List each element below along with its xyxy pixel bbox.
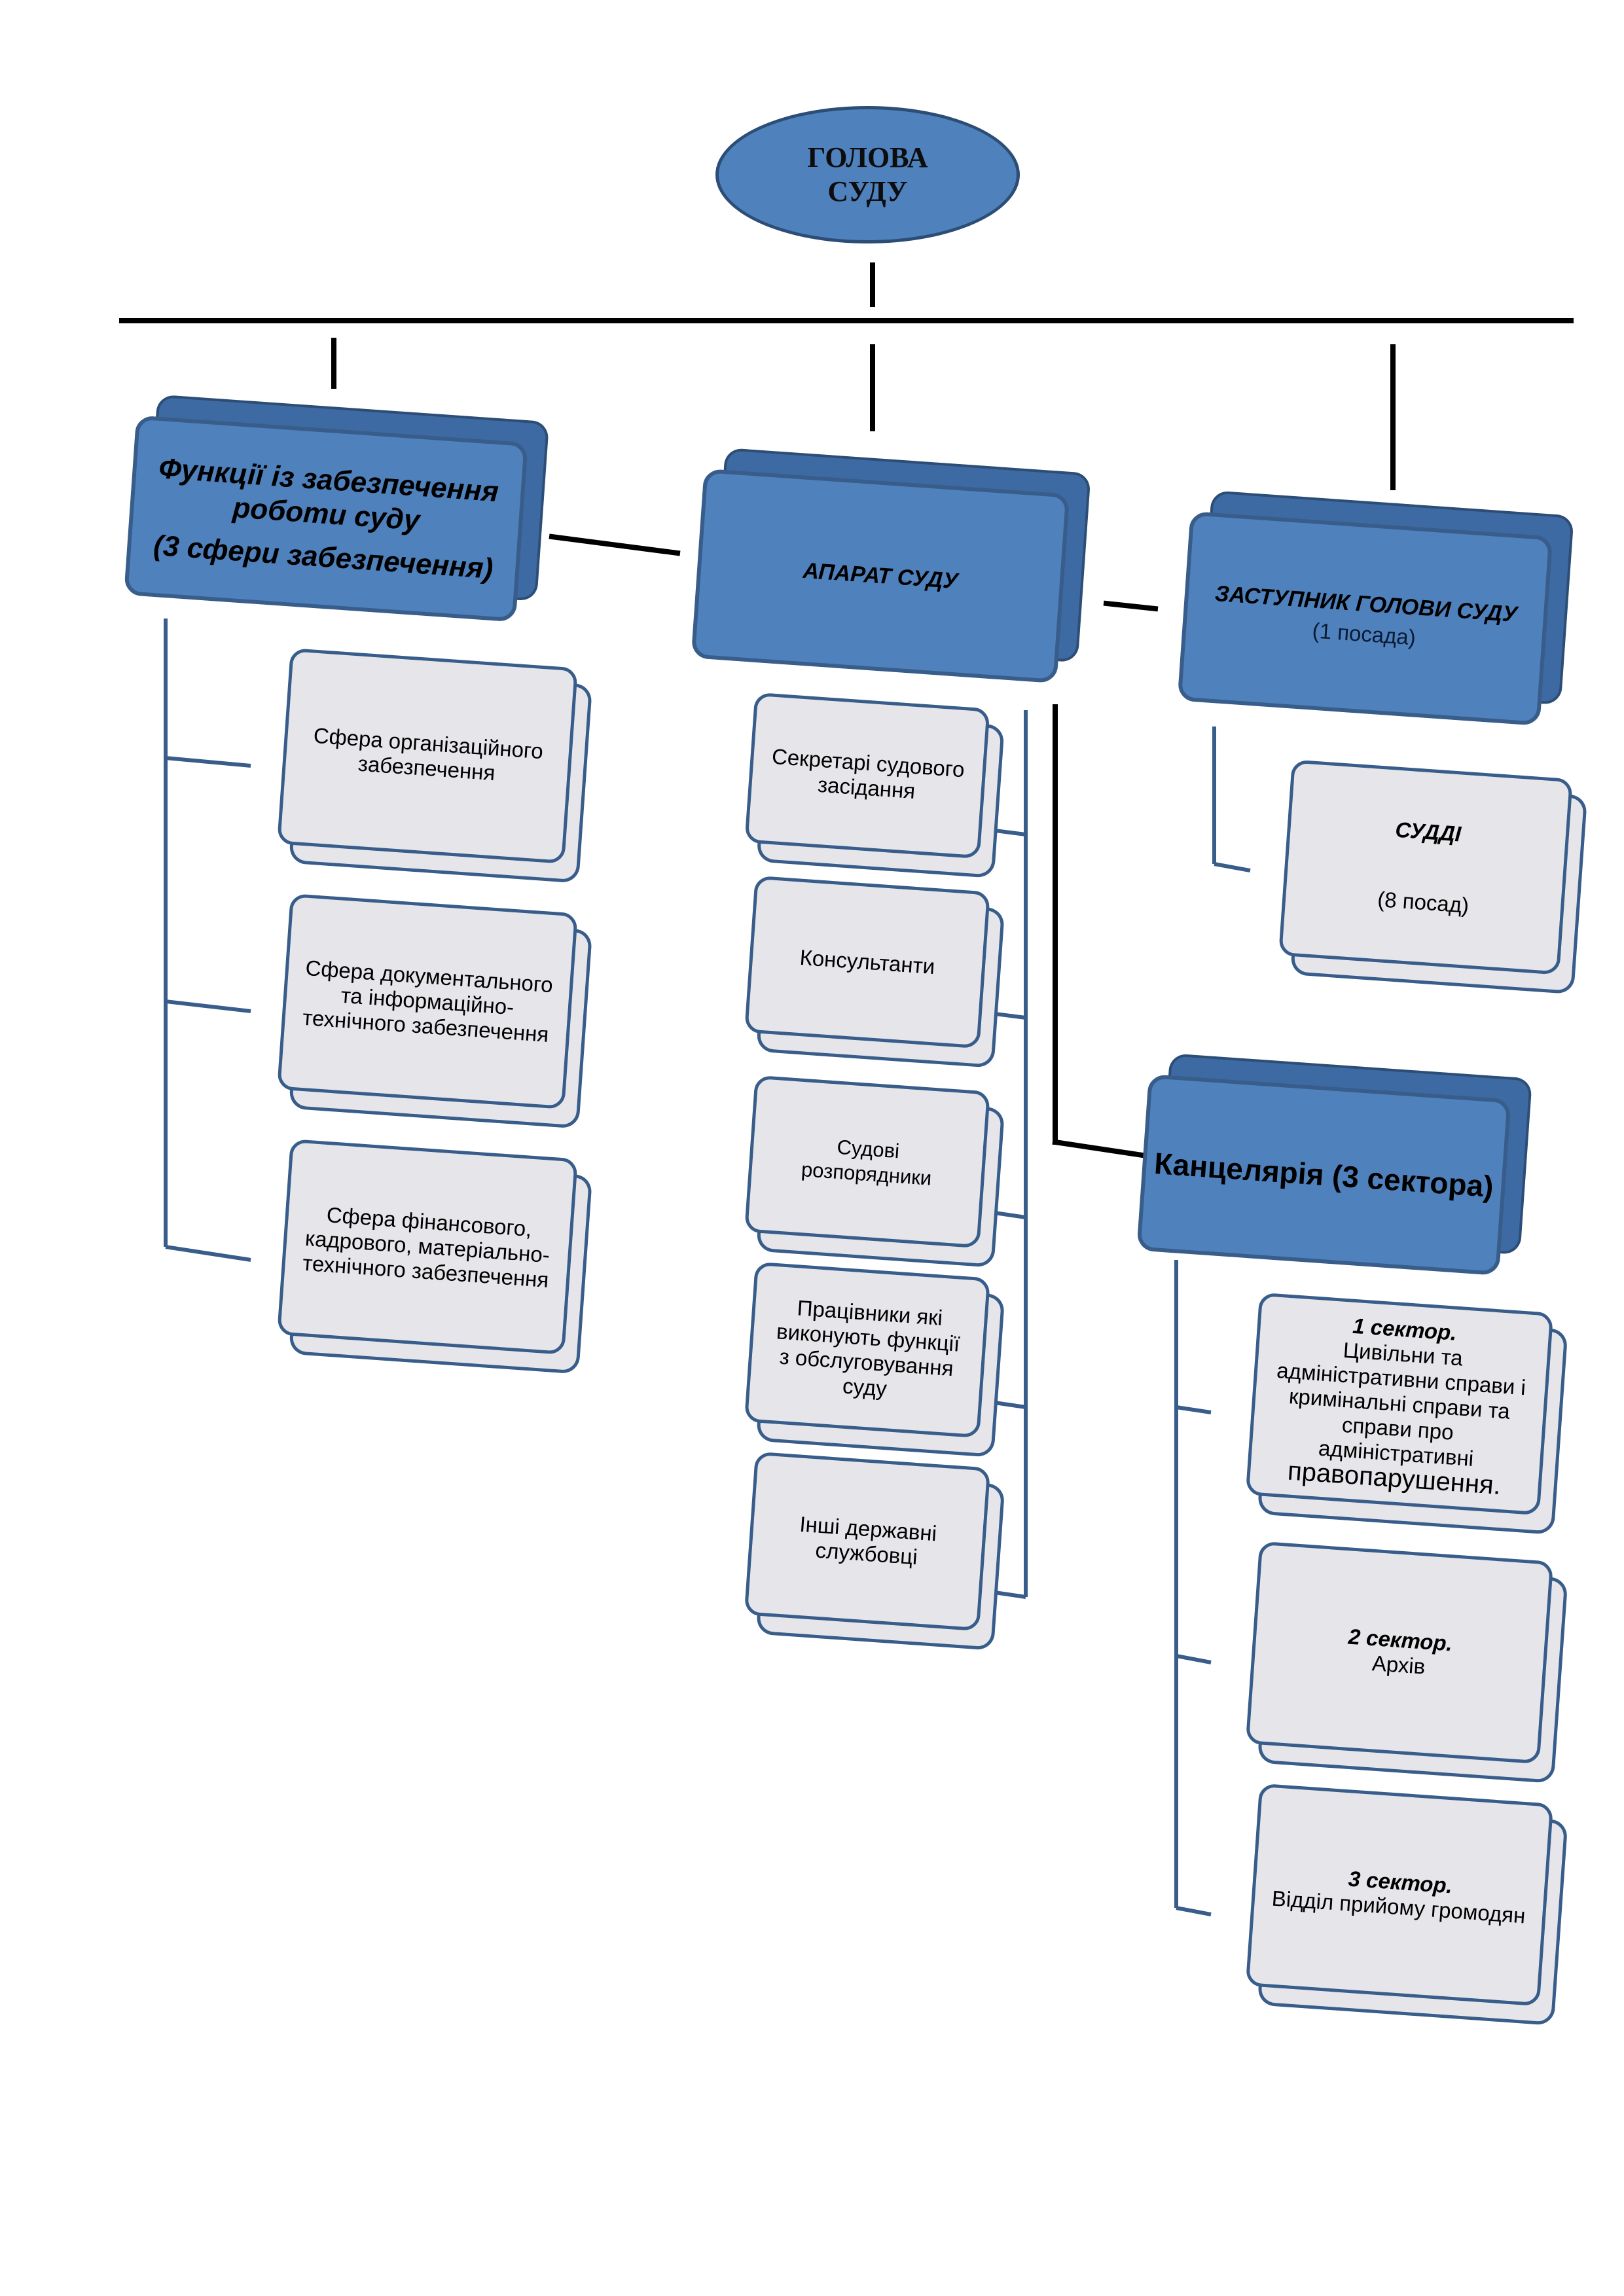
sector-description: Архів: [1371, 1651, 1426, 1679]
chancellery-branch-3: [1176, 1906, 1212, 1916]
functions-item-label: Сфера фінансового, кадрового, матеріальн…: [302, 1202, 551, 1293]
deputy-subtitle: (1 посада): [1311, 618, 1417, 650]
apparatus-item-service-workers[interactable]: Працівники які виконують функції з обслу…: [744, 1261, 991, 1439]
apparatus-item-label: Секретарі судового засідання: [770, 744, 965, 804]
functions-item-label: Сфера організаційного забезпечення: [312, 723, 544, 785]
apparatus-item-label: Інші державні службовці: [799, 1511, 938, 1570]
functions-item-label: Сфера документального та інформаційно-те…: [302, 955, 554, 1047]
chancellery-sector-3[interactable]: 3 сектор. Відділ прийому громодян: [1245, 1783, 1554, 2007]
apparatus-title: АПАРАТ СУДУ: [802, 558, 959, 594]
apparatus-node[interactable]: АПАРАТ СУДУ: [691, 468, 1070, 684]
judges-title: СУДДІ: [1394, 817, 1462, 846]
apparatus-item-secretaries[interactable]: Секретарі судового засідання: [744, 692, 990, 859]
head-title-line2: СУДУ: [827, 175, 908, 207]
functions-branch-1: [165, 756, 251, 768]
functions-item-organizational[interactable]: Сфера організаційного забезпечення: [277, 648, 578, 864]
functions-item-financial[interactable]: Сфера фінансового, кадрового, матеріальн…: [277, 1139, 578, 1355]
chancellery-branch-2: [1176, 1654, 1212, 1664]
chancellery-node[interactable]: Канцелярія (3 сектора): [1136, 1073, 1511, 1276]
link-apparatus-deputy: [1103, 600, 1159, 612]
sector-name: 2 сектор.: [1347, 1624, 1454, 1656]
apparatus-item-civil-servants[interactable]: Інші державні службовці: [744, 1451, 991, 1632]
judges-subtitle: (8 посад): [1377, 887, 1470, 918]
deputy-title: ЗАСТУПНИК ГОЛОВИ СУДУ: [1214, 581, 1519, 628]
head-title-line1: ГОЛОВА: [807, 141, 928, 173]
apparatus-item-consultants[interactable]: Консультанти: [744, 875, 990, 1049]
apparatus-item-label: Судові розпорядники: [800, 1135, 933, 1190]
functions-branch-3: [165, 1245, 251, 1262]
apparatus-item-bailiffs[interactable]: Судові розпорядники: [744, 1075, 990, 1249]
chancellery-title: Канцелярія (3 сектора): [1153, 1145, 1495, 1204]
apparatus-item-label: Працівники які виконують функції з обслу…: [776, 1295, 961, 1401]
judges-node[interactable]: СУДДІ (8 посад): [1278, 759, 1573, 975]
apparatus-item-label: Консультанти: [799, 944, 936, 979]
deputy-node[interactable]: ЗАСТУПНИК ГОЛОВИ СУДУ (1 посада): [1177, 511, 1553, 726]
chancellery-sector-2[interactable]: 2 сектор. Архів: [1245, 1541, 1554, 1765]
link-functions-apparatus: [549, 533, 681, 556]
deputy-branch: [1214, 862, 1251, 872]
functions-title-line3: (3 сфери забезпечення): [152, 529, 494, 585]
functions-item-documentary[interactable]: Сфера документального та інформаційно-те…: [277, 893, 578, 1109]
functions-branch-2: [165, 999, 251, 1013]
head-of-court-node[interactable]: ГОЛОВА СУДУ: [715, 106, 1020, 243]
chancellery-branch-1: [1176, 1405, 1212, 1414]
link-chancellery-horizontal: [1052, 1139, 1146, 1158]
chancellery-sector-1[interactable]: 1 сектор. Цивільни та адміністративни сп…: [1245, 1292, 1554, 1516]
functions-node[interactable]: Функції із забезпечення роботи суду (3 с…: [124, 415, 528, 622]
sector-description: Цивільни та адміністративни справи і кри…: [1276, 1337, 1527, 1471]
